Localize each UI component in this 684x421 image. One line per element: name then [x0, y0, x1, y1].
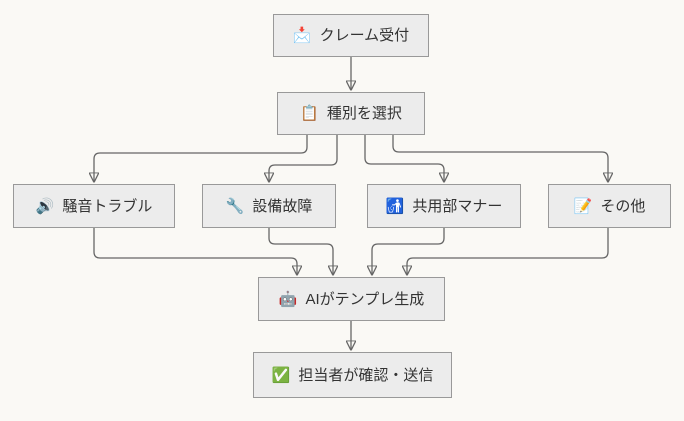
node-other-label: その他 [600, 197, 646, 215]
node-equipment-failure: 🔧 設備故障 [202, 184, 336, 228]
robot-icon: 🤖 [278, 290, 298, 308]
edge-select-type-to-other [392, 135, 608, 181]
clipboard-icon: 📋 [300, 105, 319, 122]
edge-select-type-to-equipment-failure [269, 135, 338, 181]
node-select-type-label: 種別を選択 [326, 105, 402, 122]
node-noise-trouble: 🔊 騒音トラブル [13, 184, 175, 228]
node-common-area-manners-label: 共用部マナー [412, 197, 503, 215]
speaker-sound-icon: 🔊 [35, 197, 55, 215]
node-ai-template: 🤖 AIがテンプレ生成 [258, 277, 445, 321]
node-equipment-failure-label: 設備故障 [252, 197, 313, 215]
litter-bin-sign-icon: 🚮 [385, 197, 405, 215]
node-claim-intake: 📩 クレーム受付 [273, 14, 429, 57]
node-claim-intake-label: クレーム受付 [319, 27, 410, 44]
node-confirm-send: ✅ 担当者が確認・送信 [253, 352, 452, 398]
node-ai-template-label: AIがテンプレ生成 [305, 290, 425, 308]
envelope-with-arrow-icon: 📩 [292, 27, 312, 44]
edge-common-area-manners-to-ai-template [372, 228, 445, 274]
edge-select-type-to-noise-trouble [94, 135, 308, 181]
node-noise-trouble-label: 騒音トラブル [62, 197, 153, 215]
edge-equipment-failure-to-ai-template [268, 228, 333, 274]
memo-pencil-icon: 📝 [573, 197, 593, 215]
node-other: 📝 その他 [548, 184, 671, 228]
node-select-type: 📋 種別を選択 [277, 92, 425, 135]
edge-noise-trouble-to-ai-template [93, 228, 297, 274]
edge-select-type-to-common-area-manners [364, 135, 444, 181]
edge-other-to-ai-template [407, 228, 609, 274]
node-common-area-manners: 🚮 共用部マナー [367, 184, 521, 228]
check-mark-icon: ✅ [271, 366, 291, 384]
wrench-icon: 🔧 [225, 197, 245, 215]
node-confirm-send-label: 担当者が確認・送信 [298, 366, 434, 384]
